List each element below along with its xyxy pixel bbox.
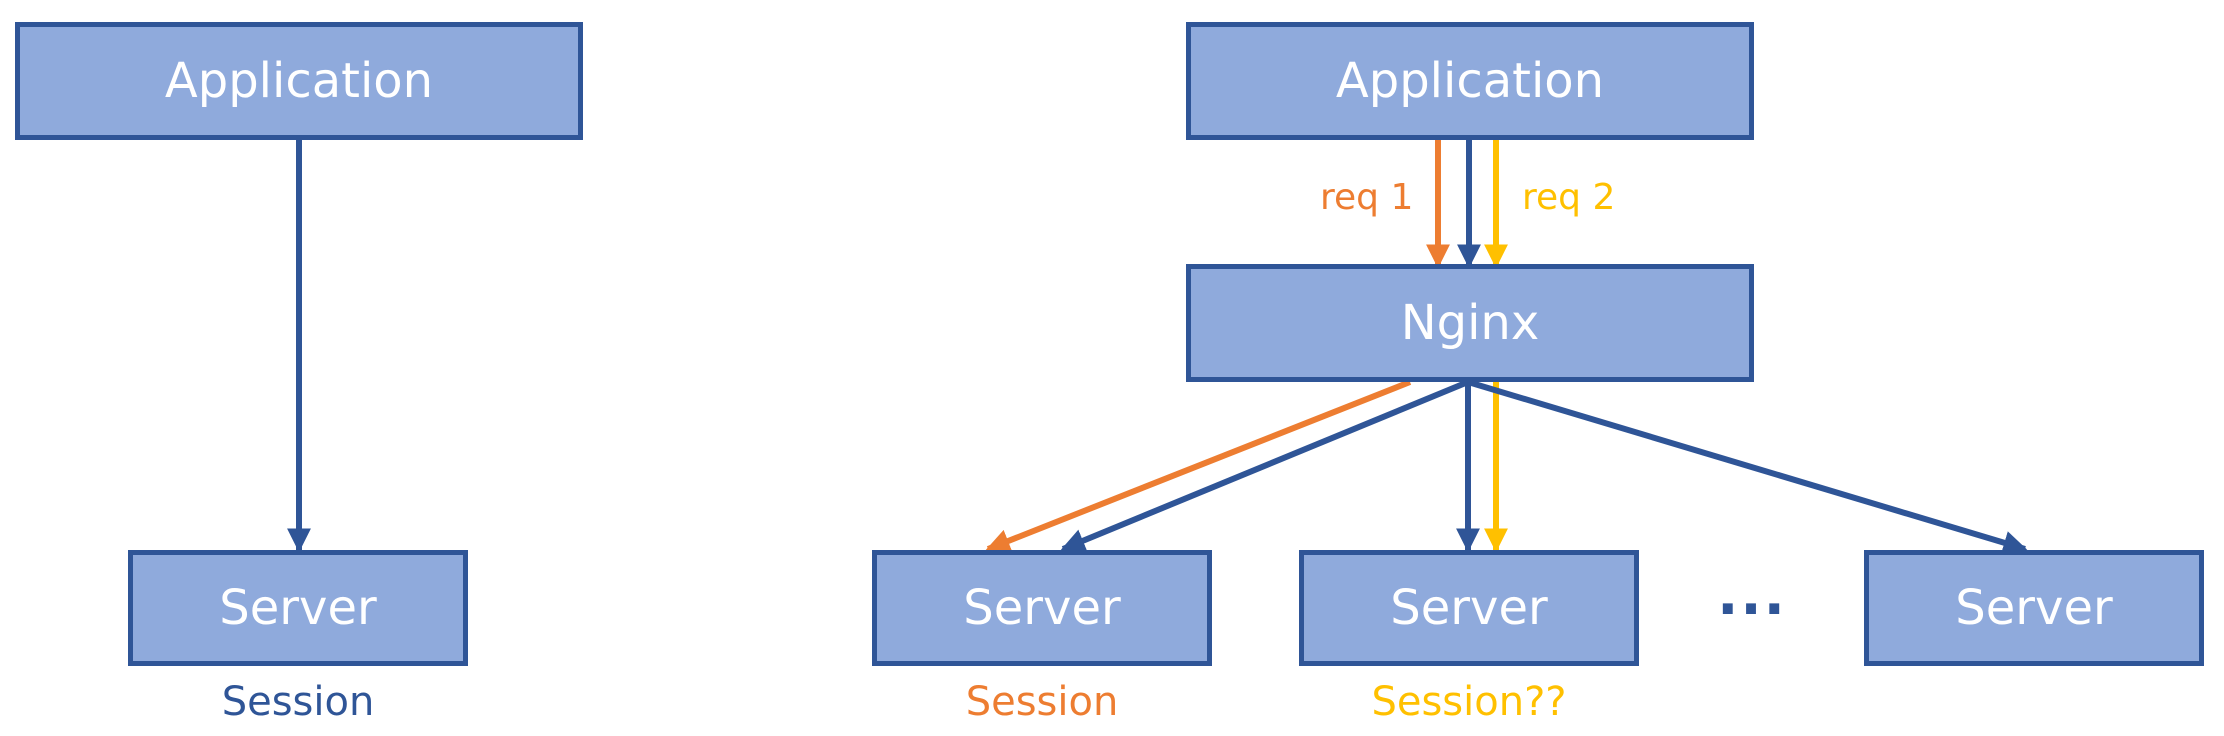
left-session-caption: Session [221, 679, 375, 725]
req2-label: req 2 [1522, 177, 1616, 218]
server-2-session-caption: Session?? [1371, 679, 1567, 725]
left-server-label: Server [219, 580, 377, 636]
left-server-box: Server [128, 550, 468, 666]
nginx-label: Nginx [1400, 295, 1540, 351]
more-servers-ellipsis: ... [1717, 563, 1787, 628]
server-2-label: Server [1390, 580, 1548, 636]
left-application-label: Application [164, 53, 434, 109]
server-box-1: Server [872, 550, 1212, 666]
server-box-3: Server [1864, 550, 2204, 666]
left-application-box: Application [15, 22, 583, 140]
right-application-box: Application [1186, 22, 1754, 140]
right-application-label: Application [1335, 53, 1605, 109]
server-box-2: Server [1299, 550, 1639, 666]
nginx-box: Nginx [1186, 264, 1754, 382]
server-1-label: Server [963, 580, 1121, 636]
server-1-session-caption: Session [965, 679, 1119, 725]
server-3-label: Server [1955, 580, 2113, 636]
nginx-to-server3-arrow [1467, 379, 2028, 555]
req1-label: req 1 [1320, 177, 1414, 218]
req1-to-server1-arrow [985, 379, 1412, 553]
nginx-to-server1-arrow [1060, 379, 1470, 552]
